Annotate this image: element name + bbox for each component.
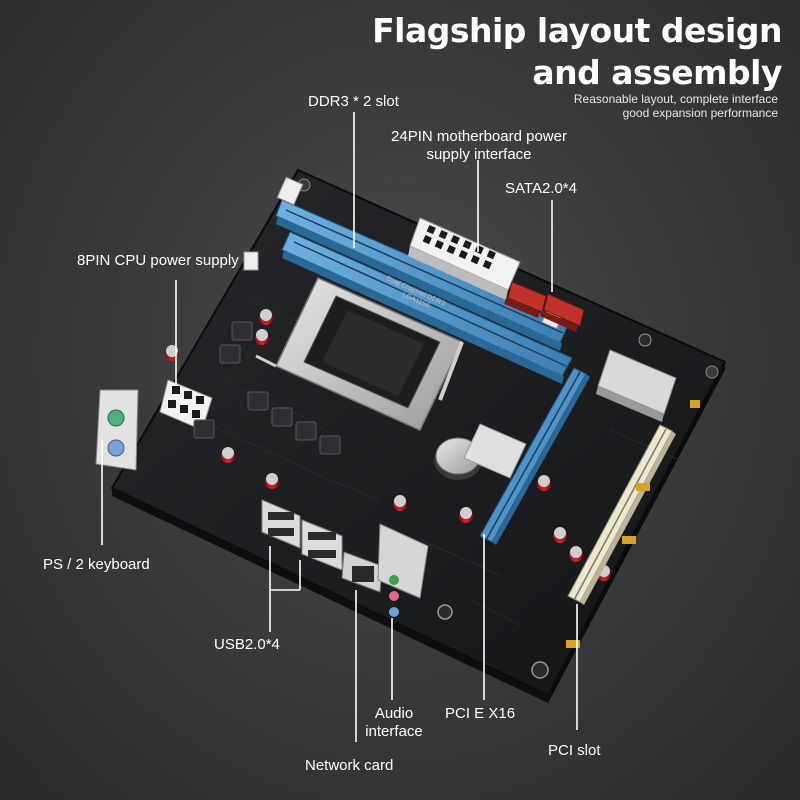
- subtitle-line-1: Reasonable layout, complete interface: [573, 92, 778, 106]
- ddr3-label: DDR3 * 2 slot: [308, 93, 399, 110]
- capacitors: [165, 309, 611, 581]
- pci-slot: [567, 424, 676, 605]
- chipset-heatsink: [463, 349, 677, 479]
- callout-lines: [101, 112, 578, 742]
- title-line-1: Flagship layout design: [372, 11, 782, 50]
- sata-ports: [504, 281, 585, 332]
- page-subtitle: Reasonable layout, complete interface go…: [574, 92, 778, 120]
- usb-ports: [261, 499, 343, 571]
- ps2-port: [95, 389, 139, 471]
- title-line-2: and assembly: [532, 53, 782, 92]
- audio-label: Audio interface: [356, 705, 432, 741]
- power24-label-line-2: supply interface: [426, 146, 532, 163]
- cpu-socket: [255, 277, 464, 431]
- rj45-port: [341, 551, 383, 593]
- usb-label: USB2.0*4: [214, 636, 280, 653]
- sata-label: SATA2.0*4: [505, 180, 577, 197]
- motherboard-pcb: [110, 168, 727, 703]
- network-label: Network card: [305, 757, 394, 774]
- vrm-chokes: [193, 321, 341, 455]
- power24-label: 24PIN motherboard power supply interface: [388, 128, 570, 164]
- pcie-label: PCI E X16: [445, 705, 516, 722]
- power24-label-line-1: 24PIN motherboard power: [391, 128, 567, 145]
- page-title: Flagship layout design and assembly: [372, 10, 782, 94]
- audio-jacks: [377, 523, 429, 617]
- ps2-label: PS / 2 keyboard: [43, 556, 150, 573]
- cpu-power-label: 8PIN CPU power supply: [77, 252, 239, 269]
- front-headers: [566, 400, 700, 648]
- pci-label: PCI slot: [548, 742, 601, 759]
- audio-label-line-1: Audio: [374, 705, 414, 722]
- atx-24pin-connector: [408, 217, 521, 300]
- audio-label-line-2: interface: [365, 723, 423, 740]
- subtitle-line-2: good expansion performance: [622, 106, 778, 120]
- pcie-x16-slot: [479, 367, 590, 545]
- ddr3-slots: [275, 176, 573, 384]
